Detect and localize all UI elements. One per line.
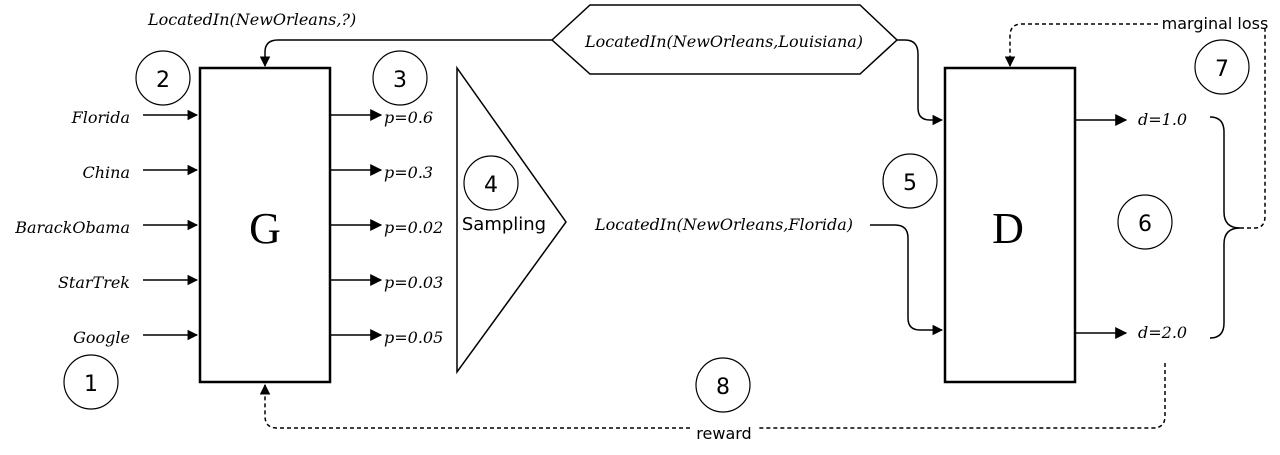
step-6: 6 bbox=[1138, 212, 1152, 237]
reward-label: reward bbox=[696, 424, 751, 443]
output-probabilities: p=0.6 p=0.3 p=0.02 p=0.03 p=0.05 bbox=[331, 108, 443, 347]
step-circle bbox=[882, 153, 938, 209]
step-circle bbox=[372, 50, 428, 106]
input-startrek: StarTrek bbox=[58, 273, 130, 292]
step-circle bbox=[135, 50, 191, 106]
step-circle bbox=[1117, 194, 1173, 250]
sampling-triangle bbox=[456, 65, 567, 375]
input-florida: Florida bbox=[71, 108, 130, 127]
step-8: 8 bbox=[716, 375, 730, 400]
input-google: Google bbox=[73, 328, 130, 347]
generator-label: G bbox=[249, 204, 281, 253]
step-4: 4 bbox=[484, 173, 498, 198]
step-markers: 1 2 3 4 5 6 7 8 bbox=[63, 39, 1250, 413]
step-circle bbox=[695, 357, 751, 413]
prob-google: p=0.05 bbox=[384, 328, 443, 347]
marginal-loss-line bbox=[1240, 24, 1266, 229]
marginal-loss-arrow bbox=[1004, 23, 1158, 68]
prob-china: p=0.3 bbox=[384, 163, 433, 182]
discriminator-label: D bbox=[992, 204, 1024, 253]
sampled-triple-arrow bbox=[870, 224, 944, 336]
discriminator-box bbox=[943, 66, 1077, 384]
score-brace bbox=[1209, 116, 1241, 339]
prob-barackobama: p=0.02 bbox=[384, 218, 443, 237]
reward-arrow bbox=[259, 383, 690, 429]
generator-box bbox=[198, 66, 332, 384]
step-circle bbox=[463, 155, 519, 211]
query-label: LocatedIn(NewOrleans,?) bbox=[147, 10, 356, 29]
step-5: 5 bbox=[903, 171, 917, 196]
step-3: 3 bbox=[393, 68, 407, 93]
true-triple-arrow bbox=[897, 39, 944, 126]
reward-line bbox=[758, 363, 1166, 429]
step-1: 1 bbox=[84, 372, 98, 397]
step-circle bbox=[1194, 39, 1250, 95]
prob-florida: p=0.6 bbox=[384, 108, 433, 127]
prob-startrek: p=0.03 bbox=[384, 273, 443, 292]
score-true: d=1.0 bbox=[1138, 110, 1187, 129]
step-2: 2 bbox=[156, 68, 170, 93]
marginal-loss-label: marginal loss bbox=[1162, 14, 1269, 33]
true-triple-label: LocatedIn(NewOrleans,Louisiana) bbox=[584, 32, 863, 51]
sampled-triple-label: LocatedIn(NewOrleans,Florida) bbox=[594, 215, 853, 234]
input-barackobama: BarackObama bbox=[14, 218, 130, 237]
input-entities: Florida China BarackObama StarTrek Googl… bbox=[14, 108, 199, 347]
step-7: 7 bbox=[1215, 57, 1229, 82]
sampling-label: Sampling bbox=[462, 214, 546, 235]
input-china: China bbox=[82, 163, 130, 182]
query-arrow bbox=[259, 39, 552, 68]
step-circle bbox=[63, 354, 119, 410]
score-sampled: d=2.0 bbox=[1138, 323, 1187, 342]
